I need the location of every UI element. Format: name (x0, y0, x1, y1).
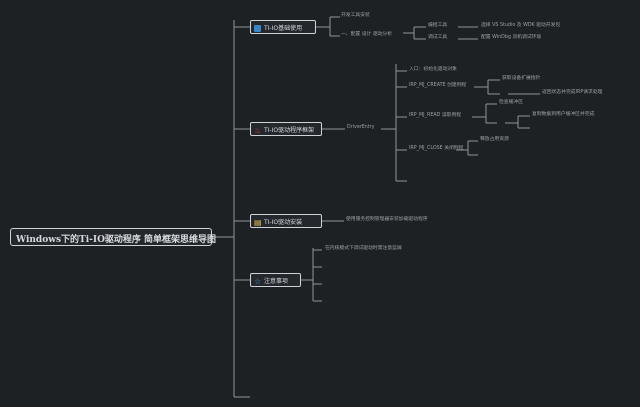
leaf-read-copy[interactable]: 复制数据到用户缓冲区并完成 (532, 112, 595, 117)
leaf-edit-tools[interactable]: 编程工具 (428, 23, 448, 28)
leaf-read-check[interactable]: 检查缓冲区 (499, 100, 523, 105)
leaf-windbg[interactable]: 配置 WinDbg 双机调试环境 (481, 35, 542, 40)
clipboard-icon: ▤ (254, 218, 262, 227)
branch-label: TI-IO驱动程序框架 (264, 126, 315, 134)
leaf-debug-tools[interactable]: 调试工具 (428, 35, 448, 40)
leaf-driver-entry[interactable]: DriverEntry (347, 125, 375, 130)
square-icon (254, 25, 261, 32)
leaf-install-tools[interactable]: 开发工具安装 (341, 13, 370, 18)
leaf-irp-create[interactable]: IRP_MJ_CREATE 创建例程 (409, 83, 467, 88)
leaf-scm-install[interactable]: 使用服务控制管理器安装加载驱动程序 (346, 217, 428, 222)
leaf-irp-close[interactable]: IRP_MJ_CLOSE 关闭例程 (409, 146, 464, 151)
star-icon: ☆ (254, 277, 262, 286)
leaf-create-ext[interactable]: 获取设备扩展指针 (502, 76, 541, 81)
root-topic[interactable]: Windows下的Ti-IO驱动程序 简单框架思维导图 (10, 228, 216, 246)
branch-label: TI-IO基础使用 (264, 24, 303, 32)
branch-basic-usage[interactable]: TI-IO基础使用 (250, 20, 316, 34)
leaf-close-free[interactable]: 释放占用资源 (480, 137, 509, 142)
leaf-config-analysis[interactable]: 一、配置 设计 驱动分析 (341, 32, 393, 37)
leaf-vs-wdk[interactable]: 选择 VS Studio 及 WDK 驱动开发包 (481, 23, 561, 28)
branch-driver-framework[interactable]: ♨ TI-IO驱动程序框架 (250, 122, 322, 136)
leaf-notes-bsod[interactable]: 在内核模式下调试驱动时需注意蓝屏 (325, 246, 402, 251)
flame-icon: ♨ (254, 126, 262, 135)
leaf-entry-init[interactable]: 入口：初始化驱动对象 (409, 67, 457, 72)
branch-label: TI-IO驱动安装 (264, 218, 303, 226)
branch-driver-install[interactable]: ▤ TI-IO驱动安装 (250, 214, 322, 228)
leaf-create-complete[interactable]: 返回状态并完成IRP请求处理 (542, 90, 603, 95)
leaf-irp-read[interactable]: IRP_MJ_READ 读取例程 (409, 113, 462, 118)
branch-label: 注意事项 (264, 277, 289, 285)
branch-notes[interactable]: ☆ 注意事项 (250, 273, 301, 287)
